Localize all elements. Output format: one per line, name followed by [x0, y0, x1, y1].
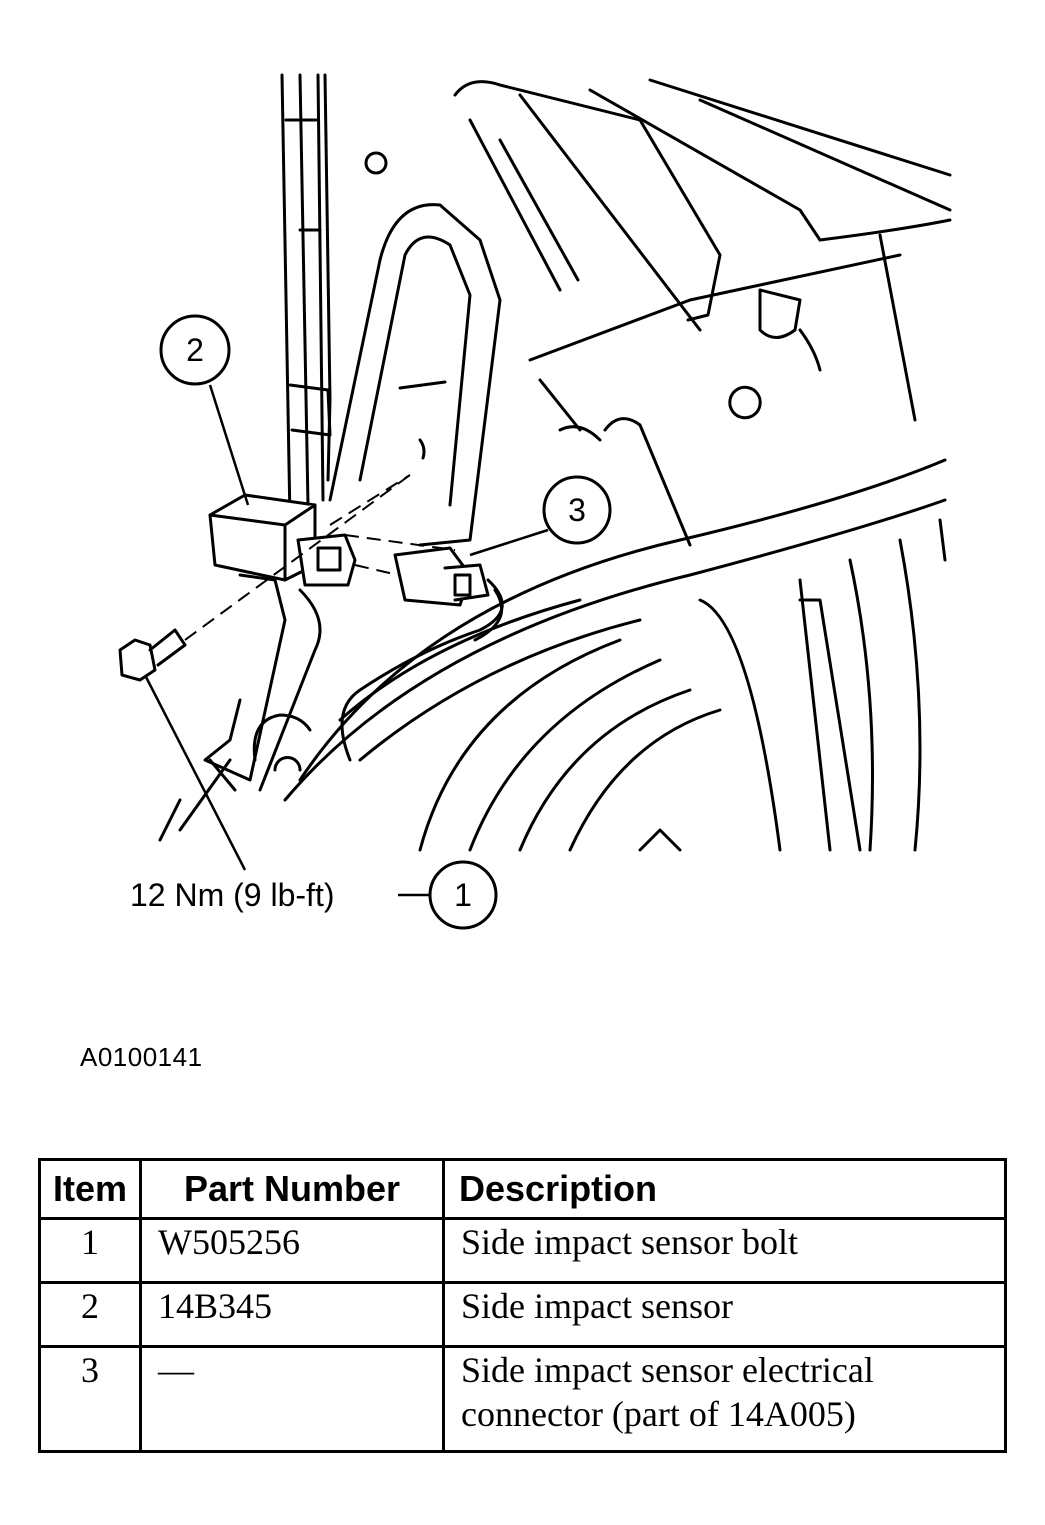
callout-2-label: 2: [186, 332, 204, 368]
table-row: 1 W505256 Side impact sensor bolt: [38, 1217, 1007, 1284]
cell-description: Side impact sensor bolt: [442, 1217, 1007, 1284]
side-impact-sensor: [208, 493, 357, 587]
floor-panel: [158, 458, 947, 852]
cell-part-number: W505256: [139, 1217, 445, 1284]
callout-3: 3: [542, 475, 612, 545]
cell-item: 2: [38, 1281, 142, 1348]
table-row: 3 — Side impact sensor electrical connec…: [38, 1345, 1007, 1453]
wire-harness: [340, 578, 504, 762]
header-description: Description: [442, 1158, 1007, 1220]
table-row: 2 14B345 Side impact sensor: [38, 1281, 1007, 1348]
cell-description: Side impact sensor electrical connector …: [442, 1345, 1007, 1453]
cell-part-number: 14B345: [139, 1281, 445, 1348]
side-impact-sensor-illustration: 2 3 1 12 Nm (9 lb-ft): [118, 73, 952, 930]
parts-table: Item Part Number Description 1 W505256 S…: [38, 1158, 1007, 1453]
callout-1-label: 1: [454, 877, 472, 913]
figure-id: A0100141: [80, 1042, 203, 1072]
callout-2: 2: [159, 314, 231, 386]
header-part-number: Part Number: [139, 1158, 445, 1220]
cell-description: Side impact sensor: [442, 1281, 1007, 1348]
torque-spec: 12 Nm (9 lb-ft): [130, 877, 334, 913]
bolt: [118, 628, 187, 682]
callout-3-label: 3: [568, 492, 586, 528]
cell-part-number: —: [139, 1345, 445, 1453]
leader-lines: [143, 384, 549, 897]
sensor-bracket: [203, 573, 322, 792]
pillar-panel: [280, 73, 332, 522]
header-item: Item: [38, 1158, 142, 1220]
electrical-connector: [393, 546, 490, 607]
body-structure: [328, 78, 952, 547]
table-header-row: Item Part Number Description: [38, 1158, 1007, 1220]
cell-item: 1: [38, 1217, 142, 1284]
callout-1: 1: [428, 860, 498, 930]
cell-item: 3: [38, 1345, 142, 1453]
assembly-lines: [184, 474, 456, 641]
